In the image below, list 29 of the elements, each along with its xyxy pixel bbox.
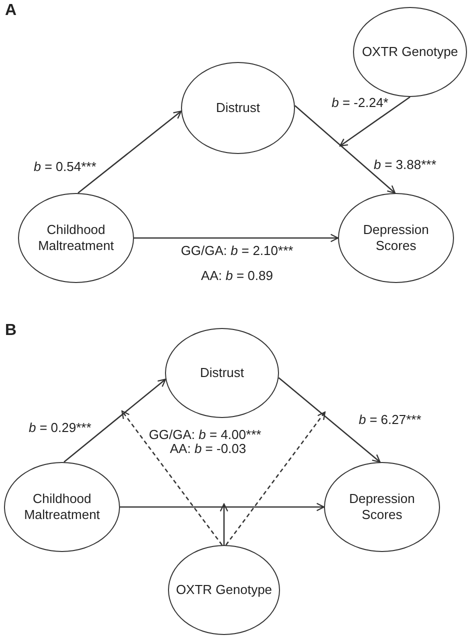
- arrow: [220, 503, 228, 545]
- arrow: [225, 411, 326, 546]
- node-label: OXTR Genotype: [360, 44, 460, 60]
- edge-label: b = 0.54***: [34, 160, 96, 174]
- node-label: OXTR Genotype: [174, 582, 274, 598]
- node-label: Depression Scores: [348, 491, 416, 523]
- arrow: [121, 410, 223, 546]
- edge-label: b = 3.88***: [374, 158, 436, 172]
- edge-label: b = 0.29***: [28, 420, 92, 436]
- node-label: Distrust: [214, 100, 262, 116]
- panel-label: B: [5, 322, 17, 340]
- coefficient-label: GG/GA: b = 4.00***: [148, 428, 262, 442]
- arrow: [78, 110, 182, 194]
- node-label: Childhood Maltreatment: [37, 222, 115, 254]
- panel-label: A: [5, 2, 17, 20]
- arrow: [134, 234, 339, 242]
- edge-label: GG/GA: b = 2.10***: [180, 244, 294, 258]
- arrow: [278, 377, 381, 463]
- coefficient-label: AA: b = -0.03: [170, 442, 246, 456]
- node-label: Childhood Maltreatment: [23, 491, 101, 523]
- arrow: [294, 105, 396, 194]
- coefficient-label: AA: b = 0.89: [201, 268, 273, 284]
- node-label: Depression Scores: [362, 222, 430, 254]
- node-label: Distrust: [198, 365, 246, 381]
- arrow: [339, 96, 410, 147]
- edge-label: b = -2.24*: [332, 96, 388, 110]
- edge-label: b = 6.27***: [358, 412, 422, 428]
- arrow: [64, 378, 166, 463]
- arrow: [120, 502, 325, 512]
